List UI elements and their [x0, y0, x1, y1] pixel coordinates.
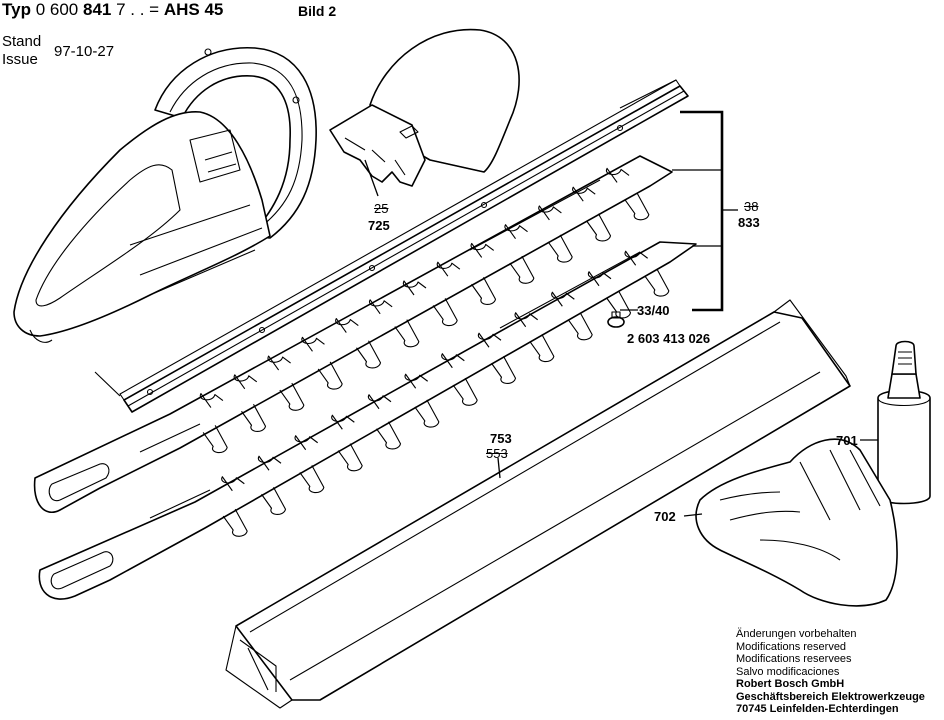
- blade-tooth: [241, 403, 267, 432]
- type-number-suffix: 7 . . =: [116, 0, 160, 19]
- blade-tooth: [432, 298, 458, 327]
- blade-cover: [225, 299, 851, 709]
- blade-tooth: [452, 377, 478, 406]
- blade-tooth: [394, 319, 420, 348]
- blade-tooth: [470, 242, 495, 258]
- part-833-old: 38: [744, 199, 759, 214]
- part-leaders: [364, 110, 878, 517]
- typ-label: Typ: [2, 0, 31, 19]
- blade-tooth: [356, 340, 382, 369]
- blade-tooth: [572, 186, 596, 202]
- model-name: AHS 45: [163, 0, 224, 19]
- blade-tooth: [317, 361, 343, 390]
- blade-tooth: [279, 382, 305, 411]
- blade-tooth: [221, 476, 245, 492]
- blade-tooth: [624, 192, 650, 221]
- blade-tooth: [261, 486, 287, 515]
- division-name: Geschäftsbereich Elektrowerkzeuge: [736, 690, 925, 703]
- type-number-prefix: 0 600: [35, 0, 79, 19]
- blade-tooth: [547, 234, 573, 263]
- blade-tooth: [471, 276, 497, 305]
- blade-tooth: [199, 393, 224, 408]
- notice-en: Modifications reserved: [736, 640, 847, 653]
- part-702: 702: [654, 509, 676, 524]
- blade-tooth: [477, 332, 502, 348]
- blade-lower: [38, 241, 697, 600]
- bild-label: Bild 2: [298, 3, 337, 19]
- notice-fr: Modifications reservees: [736, 653, 852, 665]
- blade-tooth: [414, 399, 440, 428]
- part-screw-number: 2 603 413 026: [627, 331, 711, 346]
- tool-housing: [13, 47, 317, 343]
- type-line: Typ 0 600 841 7 . . = AHS 45: [2, 0, 223, 20]
- blade-tooth: [644, 268, 670, 297]
- blade-upper: [33, 155, 673, 513]
- hand-guard: [329, 28, 520, 187]
- part-753-old: 553: [486, 446, 508, 461]
- blade-tooth: [402, 280, 427, 296]
- gloves: [695, 438, 898, 607]
- company-address: 70745 Leinfelden-Echterdingen: [736, 703, 899, 715]
- type-number-bold: 841: [82, 0, 112, 19]
- blade-tooth: [367, 394, 392, 410]
- blade-tooth: [233, 374, 258, 390]
- notice-de: Änderungen vorbehalten: [736, 628, 857, 640]
- blade-tooth: [257, 455, 282, 471]
- blade-tooth: [222, 508, 248, 537]
- blade-tooth: [514, 312, 538, 328]
- blade-tooth: [529, 334, 555, 363]
- blade-tooth: [587, 271, 612, 287]
- screw: [607, 311, 625, 328]
- blade-tooth: [267, 355, 291, 371]
- blade-tooth: [605, 167, 630, 183]
- blade-tooth: [368, 299, 393, 315]
- blade-tooth: [491, 355, 517, 384]
- part-33-40: 33/40: [637, 303, 670, 318]
- issue-label: Issue: [2, 51, 38, 68]
- blade-tooth: [441, 353, 465, 369]
- company-name: Robert Bosch GmbH: [736, 678, 845, 690]
- issue-date: 97-10-27: [54, 43, 115, 60]
- blade-tooth: [299, 465, 325, 494]
- blade-tooth: [294, 435, 318, 451]
- blade-tooth: [404, 373, 428, 389]
- part-701: 701: [836, 433, 858, 448]
- part-725: 725: [368, 218, 390, 233]
- blade-tooth: [337, 443, 363, 472]
- footer-notice: Änderungen vorbehalten Modifications res…: [736, 628, 925, 716]
- blade-tooth: [376, 421, 402, 450]
- blade-tooth: [586, 213, 612, 242]
- part-833: 833: [738, 215, 760, 230]
- blade-tooth: [538, 205, 562, 221]
- part-753: 753: [490, 431, 512, 446]
- blade-tooth: [202, 425, 228, 454]
- stand-label: Stand: [2, 33, 42, 50]
- notice-es: Salvo modificaciones: [736, 665, 840, 678]
- blade-tooth: [331, 414, 355, 430]
- blade-tooth: [567, 312, 593, 341]
- guide-rail: [94, 79, 689, 413]
- part-725-old: 25: [374, 201, 389, 216]
- oil-bottle: [877, 340, 931, 505]
- blade-tooth: [509, 255, 535, 284]
- blade-tooth: [624, 250, 648, 266]
- blade-tooth: [504, 224, 528, 240]
- blade-tooth: [301, 336, 325, 352]
- blade-tooth: [436, 261, 461, 277]
- blade-tooth: [551, 291, 575, 307]
- blade-tooth: [335, 317, 359, 333]
